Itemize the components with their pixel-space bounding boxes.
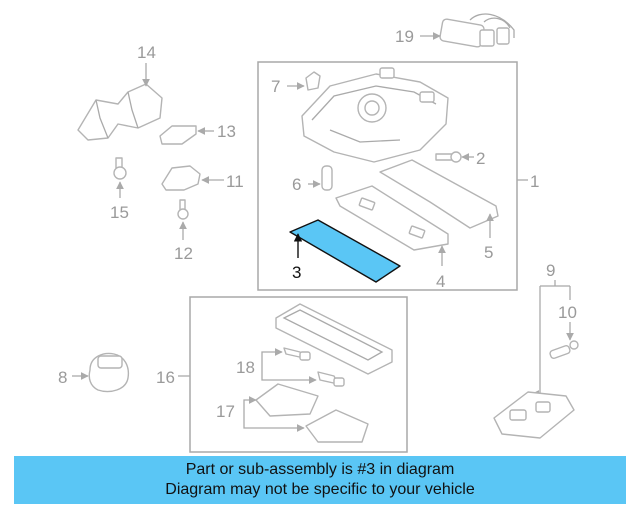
callout-2: 2 — [476, 149, 485, 168]
callout-10: 10 — [558, 303, 577, 322]
callout-12: 12 — [174, 244, 193, 263]
part-2-screw — [435, 151, 462, 163]
banner-line-1: Part or sub-assembly is #3 in diagram — [185, 461, 455, 478]
callout-1: 1 — [530, 172, 539, 191]
part-7-clip — [305, 71, 321, 91]
part-14-bracket — [77, 83, 163, 141]
part-10-bulb — [549, 340, 579, 360]
assembly-1-box — [257, 61, 518, 291]
callout-5: 5 — [484, 243, 493, 262]
callout-11: 11 — [226, 172, 244, 191]
part-9-courtesy-lamp — [493, 391, 575, 439]
assembly-16-box — [189, 296, 408, 453]
part-4-lens-plate — [335, 185, 449, 251]
callout-9: 9 — [546, 261, 555, 280]
part-15-screw — [113, 157, 127, 180]
callout-18: 18 — [236, 358, 255, 377]
callout-15: 15 — [110, 203, 129, 222]
part-5-lens — [379, 159, 499, 229]
callout-4: 4 — [436, 272, 445, 291]
part-6-pin — [321, 165, 333, 191]
info-banner: Part or sub-assembly is #3 in diagram Di… — [14, 456, 626, 504]
callout-14: 14 — [137, 43, 156, 62]
part-19-harness — [439, 13, 515, 48]
callout-6: 6 — [292, 175, 301, 194]
part-8-sensor — [88, 352, 130, 393]
parts-diagram: 19 14 13 15 11 12 7 — [58, 13, 579, 453]
part-11-bracket — [161, 165, 201, 191]
callout-13: 13 — [217, 122, 236, 141]
callout-16: 16 — [156, 368, 175, 387]
banner-line-2: Diagram may not be specific to your vehi… — [165, 481, 475, 498]
part-17-gaskets — [255, 383, 369, 443]
part-12-screw — [177, 199, 189, 220]
part-1-console-housing — [301, 67, 449, 163]
part-16-lamp-housing — [275, 303, 393, 375]
callout-17: 17 — [216, 402, 235, 421]
part-13-clip — [159, 125, 197, 145]
callout-3: 3 — [292, 263, 301, 282]
callout-7: 7 — [271, 77, 280, 96]
part-18-bulbs — [283, 347, 345, 387]
callout-19: 19 — [395, 27, 414, 46]
callout-8: 8 — [58, 368, 67, 387]
part-3-highlighted — [289, 219, 401, 283]
